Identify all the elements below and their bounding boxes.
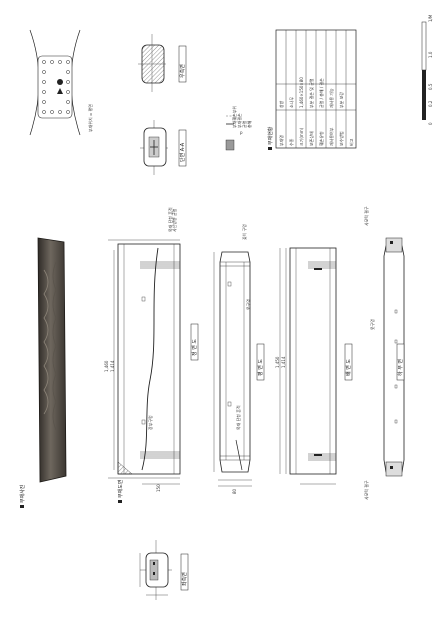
plan-view: 꽂이 구멍 못구멍 목재 단청 흔적 평 면 도 80 (213, 224, 265, 494)
legend: p 부재훼손부위 부재결손 균열 충해 (225, 106, 252, 151)
table-cell: 재사용 가능 (328, 88, 334, 108)
table-cell: 창방 (278, 100, 284, 108)
plan-annotation-nail: 못구멍 (245, 299, 251, 310)
bottom-view-label: 하 부 면 (397, 359, 404, 376)
table-cell: 부재명 (278, 135, 284, 146)
legend-item-1: 부재결손 (236, 113, 242, 128)
plan-annotation-peg: 꽂이 구멍 (241, 224, 247, 240)
table-cell: 보존상태 (308, 131, 314, 146)
info-table-title: 부재현황 (267, 126, 274, 145)
back-view-label: 배 면 도 (345, 359, 352, 376)
location-caption: 부재위치 = 평면 (87, 104, 93, 132)
bottom-annotation-joint-right: 사모턱 결구 (363, 480, 369, 500)
svg-text:p: p (240, 130, 243, 135)
table-cell: 소나무 (288, 97, 294, 108)
scale-tick-0: 0 (428, 122, 433, 125)
table-cell: 부분 보강 (338, 92, 344, 108)
plan-depth-dim: 80 (232, 488, 237, 494)
location-key-plan: 부재위치 = 평면 (29, 29, 93, 136)
table-cell: 1,460×150×80 (299, 77, 304, 108)
table-cell: 재사용여부 (328, 127, 334, 146)
scale-tick-1: 0.2 (428, 100, 433, 107)
left-side-view: 좌측면 (139, 540, 189, 600)
section-a-label: 단면 A-A (179, 142, 186, 162)
section-label-photo: 부재사진 (19, 484, 26, 508)
front-elevation: 1,460 1,414 목재 단청 흔적 사선방향 균열 장부구멍 정 면 도 … (104, 207, 199, 492)
legend-item-0: 부재훼손부위 (231, 106, 237, 128)
section-label-drawing: 부재도면 (117, 479, 124, 503)
front-annotation-mortise: 장부구멍 (147, 415, 153, 430)
bottom-view: 사모턱 결구 사모턱 결구 못구멍 하 부 면 (363, 206, 405, 500)
front-annotation-crack: 사선방향 균열 (171, 208, 177, 232)
bottom-annotation-nail: 못구멍 (369, 319, 375, 330)
table-cell: 수종 (288, 138, 294, 146)
plan-view-label: 평 면 도 (257, 359, 264, 376)
scale-tick-2: 0.5 (428, 83, 433, 90)
left-side-label: 좌측면 (181, 572, 188, 586)
scale-bar: 0 0.2 0.5 1.0 1/M (421, 14, 433, 125)
front-annotation-paint: 목재 단청 흔적 (167, 207, 173, 232)
scale-unit: 1/M (428, 14, 433, 22)
front-inner-dim: 1,414 (110, 360, 115, 372)
back-length-dim: 1,450 (275, 356, 280, 368)
back-inner-dim: 1,414 (281, 356, 286, 368)
table-cell: 훼손유형 (318, 131, 324, 146)
plan-annotation-paint: 목재 단청 흔적 (235, 405, 241, 430)
back-elevation: 1,450 1,414 배 면 도 (275, 247, 353, 485)
photo-section-title: 부재사진 (19, 484, 26, 503)
legend-item-2: 균열 (241, 120, 247, 128)
table-cell: 균열 / 충해 / 결손 (318, 78, 324, 108)
right-side-view: 우측면 (138, 34, 187, 92)
info-table: 부재현황 부재명 창방 수종 소나무 크기(mm) 1,460×150×80 보… (267, 29, 357, 150)
member-photo (37, 237, 67, 483)
front-width-dim: 150 (156, 484, 161, 492)
bottom-annotation-joint-left: 사모턱 결구 (363, 206, 369, 226)
section-a-view: 단면 A-A (140, 120, 187, 175)
scale-tick-3: 1.0 (428, 51, 433, 58)
front-length-dim: 1,460 (104, 360, 109, 372)
table-cell: 보수방법 (338, 131, 344, 146)
front-view-label: 정 면 도 (191, 339, 198, 356)
right-side-label: 우측면 (179, 64, 186, 78)
legend-item-3: 충해 (246, 120, 252, 128)
table-cell: 부분 결손 및 균열 (308, 78, 314, 108)
table-cell: 크기(mm) (298, 127, 304, 146)
table-cell: 비고 (348, 138, 354, 146)
drawing-section-title: 부재도면 (117, 479, 124, 498)
